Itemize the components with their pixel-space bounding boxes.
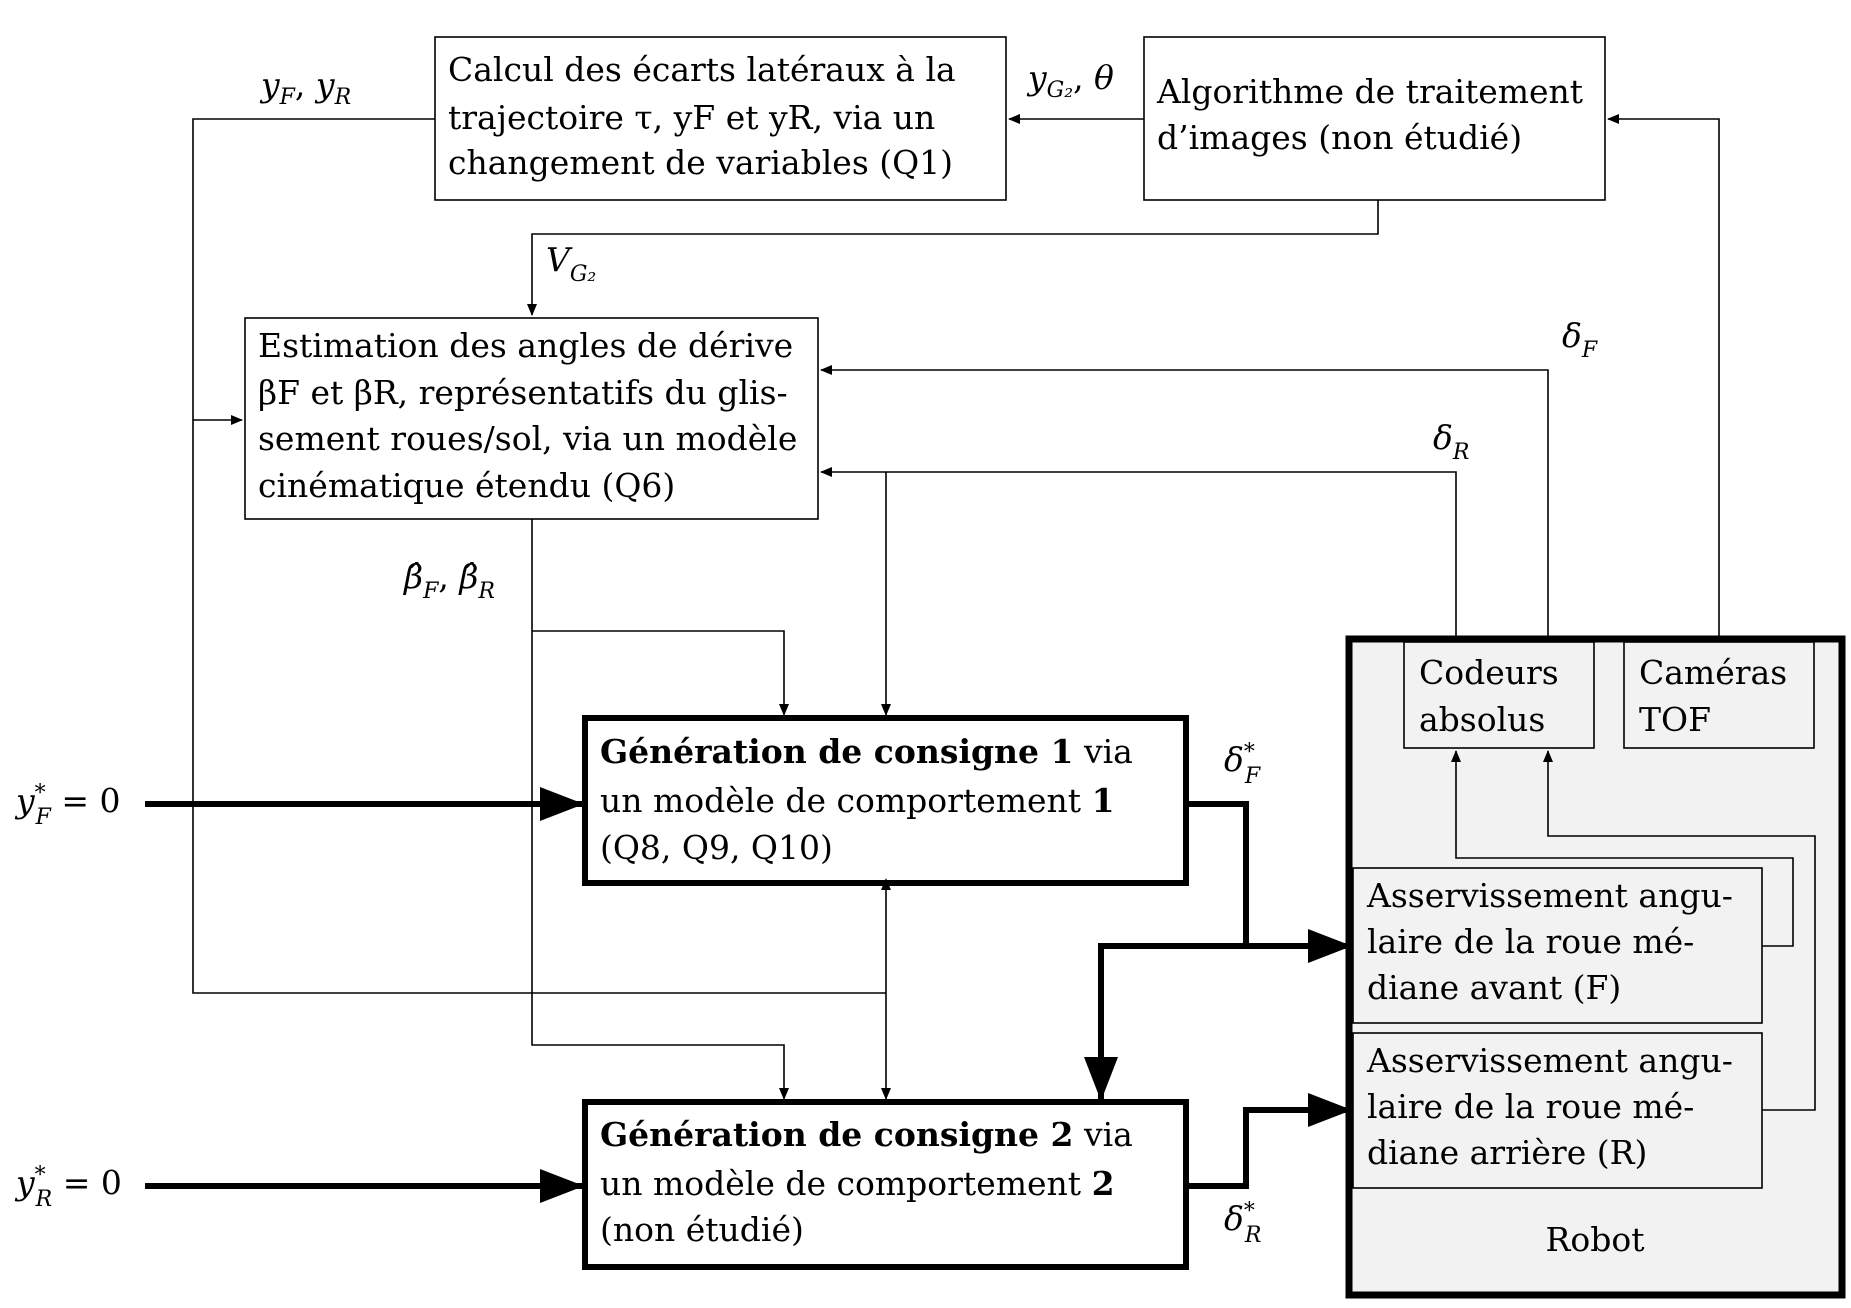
- asserv-rear-to-codeurs-arrow: [1543, 750, 1816, 1111]
- deltaf-star-to-asserv-arrow: [1186, 801, 1352, 963]
- robot-label: Robot: [1546, 1220, 1645, 1259]
- asserv-rear-line-1: Asservissement angu-: [1366, 1041, 1733, 1080]
- label-beta-hat: β̂F, β̂R: [402, 557, 495, 604]
- estimation-line-4: cinématique étendu (Q6): [258, 466, 675, 505]
- algo-block: Algorithme de traitement d’images (non é…: [1143, 36, 1606, 201]
- calc-line-1: Calcul des écarts latéraux à la: [448, 50, 956, 89]
- deltaf-to-estimation-arrow: [820, 365, 1549, 642]
- deltar-to-estimation-arrow: [820, 467, 1457, 642]
- thick-connections: [145, 787, 1352, 1203]
- thin-connections: [192, 114, 1816, 1111]
- asserv-front-to-codeurs-arrow: [1451, 750, 1794, 947]
- cameras-line-2: TOF: [1639, 700, 1711, 739]
- algo-line-1: Algorithme de traitement: [1156, 72, 1583, 111]
- calc-block: Calcul des écarts latéraux à la trajecto…: [434, 36, 1007, 201]
- gen1-line-2: un modèle de comportement 1: [600, 781, 1115, 820]
- deltaf-star-to-gen2-arrow: [1084, 943, 1246, 1101]
- algo-to-estimation-arrow: [527, 200, 1379, 316]
- calc-line-3: changement de variables (Q1): [448, 143, 953, 182]
- asserv-front-line-2: laire de la roue mé-: [1367, 922, 1694, 961]
- label-yf-star: y*F = 0: [14, 781, 121, 830]
- gen2-line-1: Génération de consigne 2 via: [600, 1115, 1133, 1154]
- cameras-line-1: Caméras: [1639, 653, 1787, 692]
- estimation-line-1: Estimation des angles de dérive: [258, 326, 793, 365]
- estimation-line-3: sement roues/sol, via un modèle: [258, 419, 797, 458]
- cameras-block: Caméras TOF: [1623, 641, 1815, 749]
- beta-to-gen1-arrow: [532, 630, 789, 716]
- gen2-block: Génération de consigne 2 via un modèle d…: [582, 1099, 1189, 1270]
- label-delta-r: δR: [1433, 418, 1469, 465]
- estimation-block: Estimation des angles de dérive βF et βR…: [244, 317, 819, 520]
- label-yr-star: y*R = 0: [14, 1163, 122, 1212]
- gen2-line-2: un modèle de comportement 2: [600, 1164, 1115, 1203]
- codeurs-line-1: Codeurs: [1419, 653, 1559, 692]
- asserv-rear-line-3: diane arrière (R): [1367, 1133, 1647, 1172]
- deltar-star-to-asserv-arrow: [1186, 1093, 1352, 1189]
- asserv-rear-block: Asservissement angu- laire de la roue mé…: [1352, 1032, 1763, 1189]
- algo-line-2: d’images (non étudié): [1157, 118, 1522, 157]
- label-delta-f: δF: [1562, 316, 1598, 363]
- codeurs-line-2: absolus: [1419, 700, 1545, 739]
- label-vg2: VG₂: [546, 240, 596, 287]
- signal-labels: yF, yR yG₂, θ VG₂ δF δR β̂F, β̂R δ*F δ*R…: [14, 58, 1598, 1248]
- asserv-front-line-3: diane avant (F): [1367, 968, 1621, 1007]
- gen1-line-3: (Q8, Q9, Q10): [600, 828, 833, 867]
- label-yf-yr: yF, yR: [259, 65, 351, 110]
- calc-line-2: trajectoire τ, yF et yR, via un: [448, 98, 935, 137]
- estimation-line-2: βF et βR, représentatifs du glis-: [258, 373, 788, 412]
- cameras-to-algo-arrow: [1607, 114, 1720, 642]
- yf-yr-bus-line: [192, 118, 886, 994]
- asserv-rear-line-2: laire de la roue mé-: [1367, 1087, 1694, 1126]
- gen1-block: Génération de consigne 1 via un modèle d…: [582, 715, 1189, 886]
- codeurs-block: Codeurs absolus: [1403, 641, 1595, 749]
- gen1-line-1: Génération de consigne 1 via: [600, 732, 1133, 771]
- gen2-line-3: (non étudié): [600, 1210, 804, 1249]
- asserv-front-line-1: Asservissement angu-: [1366, 876, 1733, 915]
- beta-to-gen2-arrow: [531, 519, 789, 1100]
- label-yg2-theta: yG₂, θ: [1026, 58, 1114, 103]
- label-delta-r-star: δ*R: [1224, 1199, 1261, 1248]
- asserv-front-block: Asservissement angu- laire de la roue mé…: [1352, 867, 1763, 1024]
- label-delta-f-star: δ*F: [1224, 740, 1261, 789]
